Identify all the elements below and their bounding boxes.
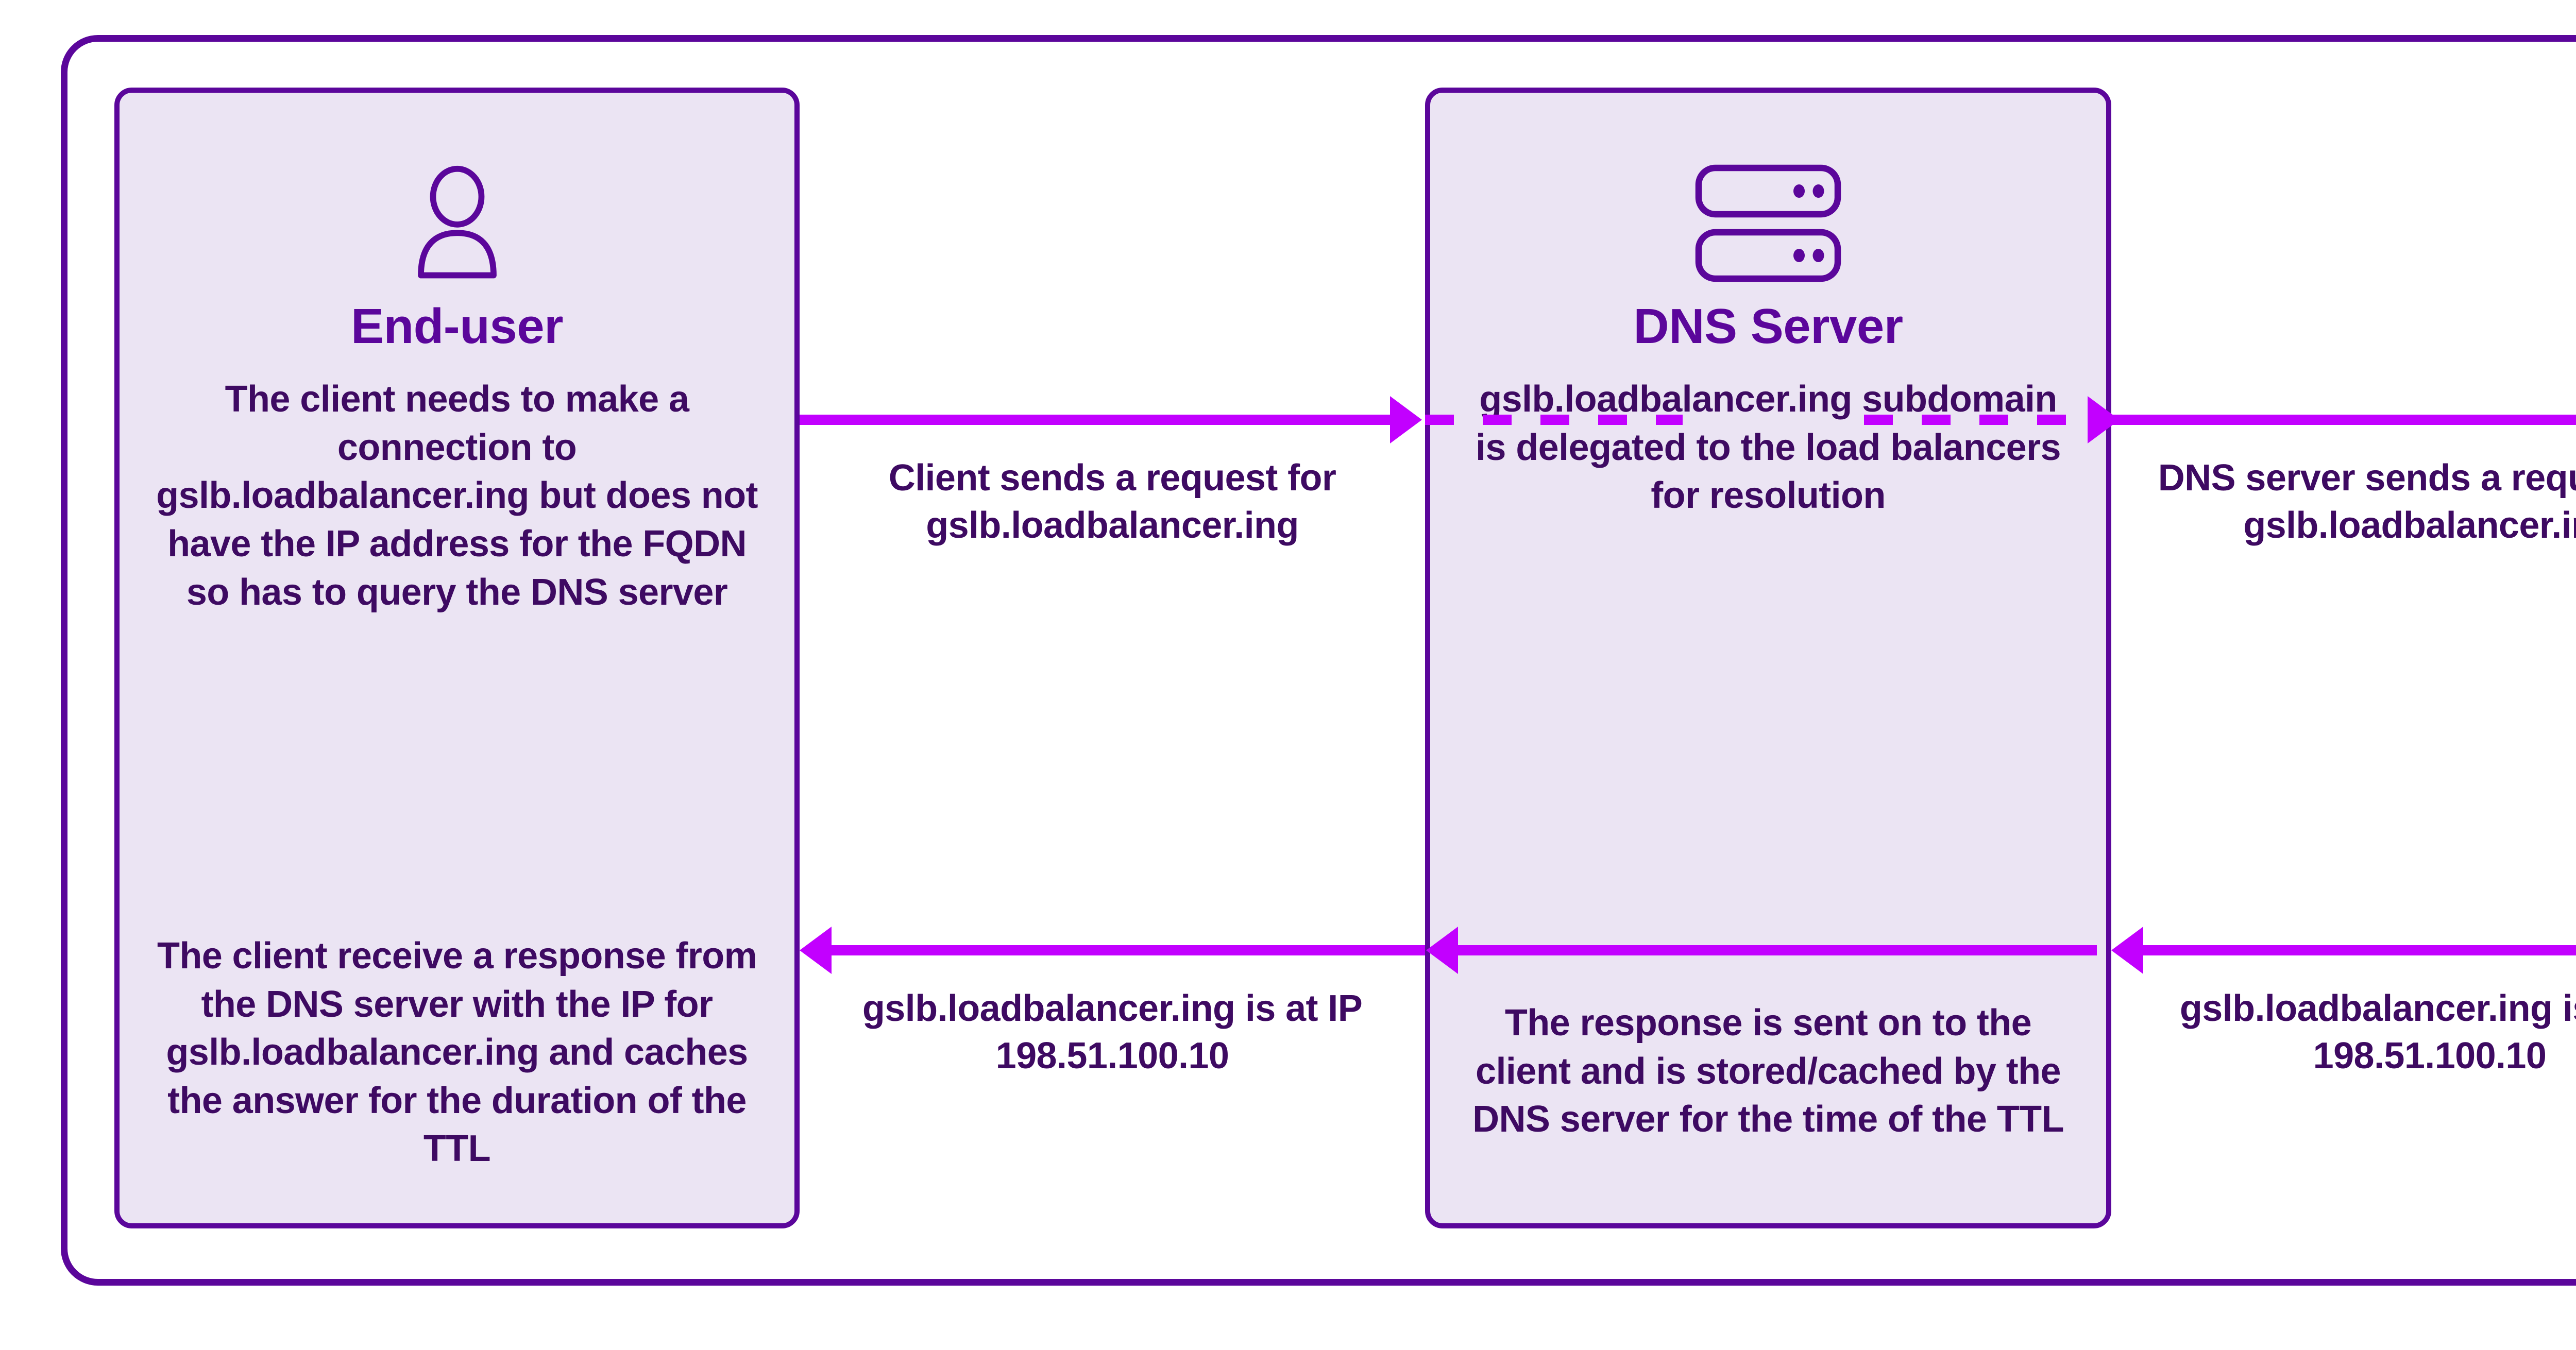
arrow-client-to-dns-forward [800,396,1425,443]
arrow-dns-to-gslb-forward [2111,409,2576,430]
card-body-end-user-bottom: The client receive a response from the D… [157,935,757,1170]
arrow-line [2111,415,2576,425]
diagram-outer-frame [61,35,2576,1286]
card-end-user: End-user The client needs to make a conn… [114,88,800,1228]
connector-client-to-dns: Client sends a request for gslb.loadbala… [800,88,1425,1228]
card-body-end-user-top: The client needs to make a connection to… [156,379,758,613]
card-dns-server: DNS Server gslb.loadbalancer.ing subdoma… [1425,88,2111,1228]
connector-dns-to-gslb: DNS server sends a request for gslb.load… [2111,88,2576,1228]
arrow-head-left-icon [800,927,832,974]
card-body-dns-top: gslb.loadbalancer.ing subdomain is deleg… [1476,379,2061,517]
connector-label-dns-request: DNS server sends a request for gslb.load… [2158,457,2576,546]
arrow-line [829,945,1425,955]
card-body-dns-bottom: The response is sent on to the client an… [1472,1002,2064,1140]
arrow-gslb-to-dns-return [2111,927,2576,974]
arrow-dns-to-client-return [800,927,1425,974]
arrow-head-right-icon [1390,396,1422,443]
connector-label-gslb-answer: gslb.loadbalancer.ing is at IP 198.51.10… [2179,988,2576,1077]
card-title-dns-server: DNS Server [1633,299,1903,354]
connector-label-client-request: Client sends a request for gslb.loadbala… [888,457,1336,546]
arrow-line [800,415,1393,425]
person-icon [397,138,518,308]
arrow-head-left-icon [2111,927,2143,974]
connector-label-dns-answer: gslb.loadbalancer.ing is at IP 198.51.10… [862,988,1363,1077]
arrow-line [2141,945,2576,955]
card-title-end-user: End-user [350,299,564,354]
server-rack-icon [1691,138,1845,308]
